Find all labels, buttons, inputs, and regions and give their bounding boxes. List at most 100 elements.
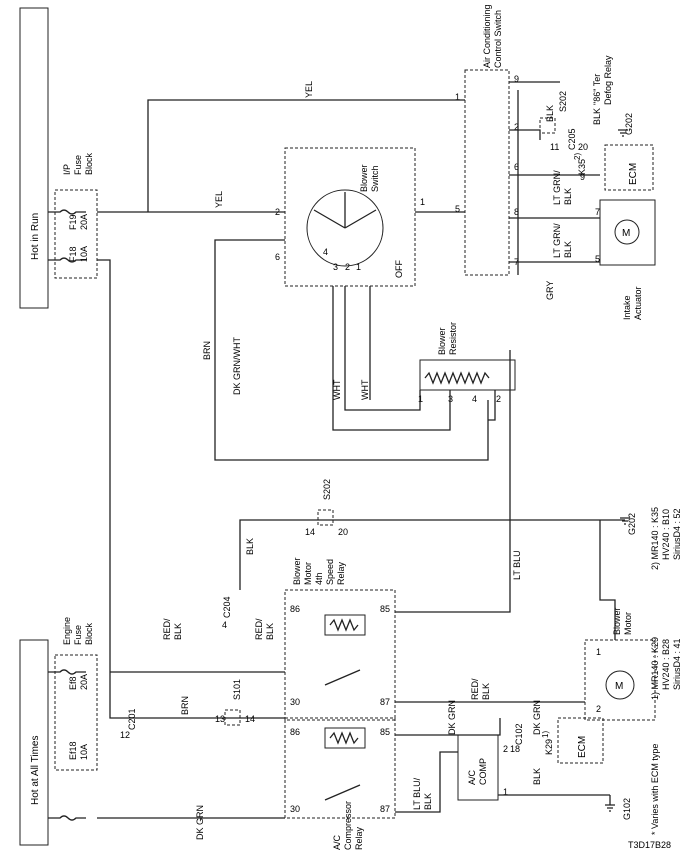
defog-relay-ref: "86" Ter Defog Relay bbox=[592, 55, 613, 105]
ip-fuse-block: I/P Fuse Block F19 20A F18 10A bbox=[48, 152, 98, 279]
ecm-top: ECM K35 2) bbox=[573, 144, 654, 191]
svg-text:YEL: YEL bbox=[304, 81, 314, 98]
splice-s202-top bbox=[539, 117, 556, 134]
svg-text:30: 30 bbox=[290, 804, 300, 814]
svg-text:85: 85 bbox=[380, 727, 390, 737]
svg-text:Blower: Blower bbox=[292, 557, 302, 585]
svg-text:S202: S202 bbox=[322, 479, 332, 500]
svg-text:Blower: Blower bbox=[359, 164, 369, 192]
svg-text:Fuse: Fuse bbox=[73, 625, 83, 645]
svg-text:LT BLU: LT BLU bbox=[512, 550, 522, 580]
svg-text:DK GRN/WHT: DK GRN/WHT bbox=[232, 337, 242, 395]
engine-fuse-block: Engine Fuse Block Ef8 20A Ef18 10A bbox=[48, 617, 98, 821]
relay-coil bbox=[329, 731, 359, 745]
svg-text:2: 2 bbox=[596, 704, 601, 714]
hot-at-all-times-banner: Hot at All Times bbox=[19, 639, 49, 846]
ac-control-switch: Air Conditioning Control Switch 9 2 1 6 … bbox=[455, 4, 519, 276]
svg-text:SiriusD4 : 52: SiriusD4 : 52 bbox=[672, 508, 682, 560]
svg-text:2: 2 bbox=[503, 744, 508, 754]
ac-compressor-relay: A/C Compressor Relay 86 85 30 87 bbox=[284, 717, 396, 850]
blower-switch: Blower Switch OFF 1 2 4 3 2 1 6 bbox=[275, 147, 425, 287]
svg-text:8: 8 bbox=[514, 207, 519, 217]
svg-text:Motor: Motor bbox=[303, 562, 313, 585]
svg-text:11: 11 bbox=[550, 142, 559, 152]
svg-text:F19: F19 bbox=[68, 214, 78, 230]
svg-text:1: 1 bbox=[455, 92, 460, 102]
svg-text:1: 1 bbox=[420, 197, 425, 207]
svg-text:14: 14 bbox=[245, 714, 255, 724]
svg-text:S202: S202 bbox=[558, 91, 568, 112]
svg-text:87: 87 bbox=[380, 804, 390, 814]
svg-text:2: 2 bbox=[514, 122, 519, 132]
svg-text:Air Conditioning: Air Conditioning bbox=[482, 4, 492, 68]
svg-text:Blower: Blower bbox=[612, 607, 622, 635]
svg-text:Motor: Motor bbox=[623, 612, 633, 635]
svg-text:K29: K29 bbox=[544, 739, 554, 755]
svg-text:13: 13 bbox=[215, 714, 225, 724]
fuse-f19-symbol bbox=[48, 209, 86, 215]
svg-text:G202: G202 bbox=[624, 113, 634, 135]
notes: * Varies with ECM type 1) MR140 : K29 HV… bbox=[650, 507, 682, 835]
actuator-motor-symbol bbox=[614, 219, 640, 245]
svg-text:Resistor: Resistor bbox=[448, 322, 458, 355]
svg-text:ECM: ECM bbox=[577, 736, 588, 758]
svg-text:BLK: BLK bbox=[592, 108, 602, 125]
svg-text:BRN: BRN bbox=[180, 696, 190, 715]
figure-id: T3D17B28 bbox=[628, 840, 671, 850]
connectors: C201 12 C204 4 C205 11 20 9 C102 18 S101… bbox=[120, 91, 637, 820]
svg-text:30: 30 bbox=[290, 697, 300, 707]
svg-text:Hot at All Times: Hot at All Times bbox=[30, 736, 41, 805]
svg-text:9: 9 bbox=[580, 172, 585, 182]
svg-text:12: 12 bbox=[120, 730, 130, 740]
svg-text:BLK: BLK bbox=[563, 188, 573, 205]
svg-text:Engine: Engine bbox=[62, 617, 72, 645]
resistor-coil bbox=[424, 371, 490, 385]
ground-g202-top bbox=[618, 129, 628, 137]
svg-text:DK GRN: DK GRN bbox=[195, 805, 205, 840]
svg-text:1: 1 bbox=[356, 262, 361, 272]
svg-text:GRY: GRY bbox=[545, 281, 555, 300]
svg-text:Ef18: Ef18 bbox=[68, 741, 78, 760]
splice-s101 bbox=[224, 709, 241, 726]
svg-text:1): 1) bbox=[541, 731, 550, 738]
svg-text:G202: G202 bbox=[627, 513, 637, 535]
svg-text:Switch: Switch bbox=[370, 165, 380, 192]
svg-text:LT GRN/: LT GRN/ bbox=[552, 170, 562, 205]
relay-coil bbox=[329, 618, 359, 632]
svg-text:14: 14 bbox=[305, 527, 315, 537]
svg-text:G102: G102 bbox=[622, 798, 632, 820]
svg-text:DK GRN: DK GRN bbox=[532, 700, 542, 735]
fuse-ef8-symbol bbox=[48, 669, 86, 675]
svg-text:6: 6 bbox=[275, 252, 280, 262]
svg-text:Block: Block bbox=[84, 152, 94, 175]
svg-text:C102: C102 bbox=[514, 723, 524, 745]
svg-text:10A: 10A bbox=[79, 246, 89, 262]
svg-text:Compressor: Compressor bbox=[343, 801, 353, 850]
fuse-ef18-symbol bbox=[48, 815, 86, 821]
svg-text:18: 18 bbox=[510, 744, 520, 754]
blower-motor-4th-speed-relay: Blower Motor 4th Speed Relay 86 85 30 87 bbox=[284, 557, 396, 721]
svg-text:"86" Ter: "86" Ter bbox=[592, 74, 602, 105]
svg-text:2): 2) bbox=[573, 153, 582, 160]
ac-comp: A/C COMP 2 1 bbox=[457, 734, 508, 801]
svg-text:WHT: WHT bbox=[332, 379, 342, 400]
svg-text:A/C: A/C bbox=[467, 769, 477, 785]
svg-text:Block: Block bbox=[84, 622, 94, 645]
svg-text:20: 20 bbox=[338, 527, 348, 537]
svg-text:COMP: COMP bbox=[478, 758, 488, 785]
svg-text:4: 4 bbox=[323, 247, 328, 257]
svg-text:85: 85 bbox=[380, 604, 390, 614]
svg-text:6: 6 bbox=[514, 162, 519, 172]
svg-text:YEL: YEL bbox=[214, 191, 224, 208]
svg-text:DK GRN: DK GRN bbox=[447, 700, 457, 735]
svg-text:Intake: Intake bbox=[622, 295, 632, 320]
svg-text:SiriusD4 : 41: SiriusD4 : 41 bbox=[672, 638, 682, 690]
svg-text:LT GRN/: LT GRN/ bbox=[552, 223, 562, 258]
svg-text:BLK: BLK bbox=[423, 793, 433, 810]
fuse-f18-symbol bbox=[48, 257, 86, 263]
svg-text:7: 7 bbox=[595, 207, 600, 217]
svg-text:Defog Relay: Defog Relay bbox=[603, 55, 613, 105]
svg-text:I/P: I/P bbox=[62, 164, 72, 175]
blower-switch-dial bbox=[306, 189, 384, 267]
